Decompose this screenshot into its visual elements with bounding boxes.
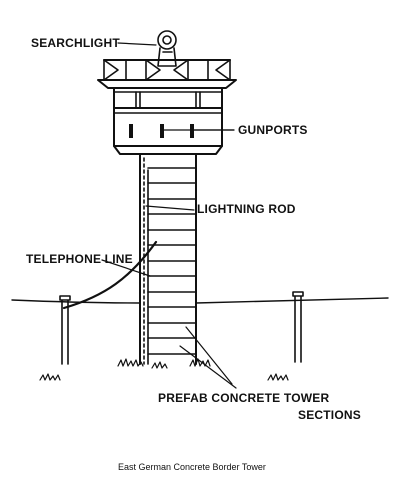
fence-post-left <box>59 295 71 365</box>
leader-lines <box>101 42 237 389</box>
roof-railing <box>103 59 231 81</box>
telephone-line <box>62 240 158 310</box>
roof-slab <box>97 79 237 89</box>
label-prefab-line2: SECTIONS <box>298 408 361 422</box>
label-searchlight: SEARCHLIGHT <box>31 36 120 50</box>
label-lightning-rod: LIGHTNING ROD <box>197 202 296 216</box>
fence-wire <box>11 297 389 304</box>
label-telephone-line: TELEPHONE LINE <box>26 252 133 266</box>
searchlight-lamp <box>157 30 177 67</box>
label-prefab-line1: PREFAB CONCRETE TOWER <box>158 391 330 405</box>
diagram-caption: East German Concrete Border Tower <box>118 462 266 472</box>
label-gunports: GUNPORTS <box>238 123 308 137</box>
gunport-slots <box>129 124 194 138</box>
grass-tufts <box>39 358 289 381</box>
fence-post-right <box>292 291 304 363</box>
tower-shaft <box>139 153 197 365</box>
observation-cab <box>113 87 223 155</box>
